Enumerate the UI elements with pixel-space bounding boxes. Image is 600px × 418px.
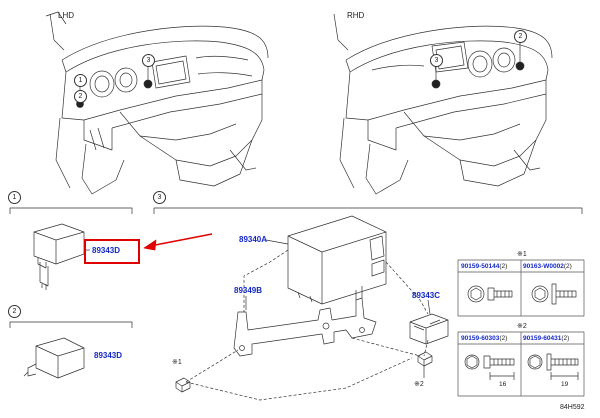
fastener-2a-drawing bbox=[464, 354, 515, 380]
highlight-arrow bbox=[143, 233, 213, 251]
note-1-marker: ※1 bbox=[172, 359, 182, 366]
fastener-2b-length: 19 bbox=[561, 381, 569, 388]
section-2-bracket bbox=[9, 321, 133, 328]
part-link-89340a[interactable]: 89340A bbox=[239, 235, 268, 244]
fastener-1a-drawing bbox=[467, 285, 513, 303]
lhd-callout-1[interactable]: 1 bbox=[74, 74, 87, 87]
sensor-89343d-drawing-2 bbox=[23, 337, 85, 379]
section-3-bracket bbox=[153, 207, 583, 214]
bolt-note1-drawing bbox=[175, 377, 191, 393]
ecu-89340a-drawing bbox=[287, 215, 387, 305]
dashboard-leaders bbox=[76, 42, 525, 108]
part-link-89349b[interactable]: 89349B bbox=[234, 286, 263, 295]
bracket-89349b-drawing bbox=[233, 286, 377, 357]
sensor-89343d-drawing-1 bbox=[33, 223, 90, 290]
fastener-table-1-title: ※1 bbox=[517, 251, 527, 258]
fastener-1b-part-number[interactable]: 90163-W0002 bbox=[523, 263, 564, 270]
leader-89340a bbox=[265, 239, 289, 245]
diagram-code: 84H592 bbox=[560, 404, 585, 411]
lhd-callout-3[interactable]: 3 bbox=[142, 54, 155, 67]
fastener-1a-part-number[interactable]: 90159-50144 bbox=[461, 263, 500, 270]
rhd-dashboard-drawing bbox=[333, 13, 553, 195]
fastener-2a-length: 16 bbox=[499, 381, 507, 388]
fastener-1a-qty: (2) bbox=[499, 263, 508, 270]
fastener-2b-qty: (2) bbox=[561, 335, 570, 342]
rhd-callout-2[interactable]: 2 bbox=[514, 30, 527, 43]
fastener-2a-label: 90159-60303(2) bbox=[461, 335, 507, 343]
lhd-label: LHD bbox=[58, 11, 75, 20]
part-link-89343c[interactable]: 89343C bbox=[412, 291, 441, 300]
fastener-2a-part-number[interactable]: 90159-60303 bbox=[461, 335, 500, 342]
section-1-bracket bbox=[9, 207, 133, 214]
fastener-2b-label: 90159-60431(2) bbox=[523, 335, 569, 343]
leader-89343c bbox=[427, 299, 431, 315]
rhd-label: RHD bbox=[347, 11, 365, 20]
fastener-2b-part-number[interactable]: 90159-60431 bbox=[523, 335, 562, 342]
bolt-note2-drawing bbox=[417, 351, 433, 378]
fastener-1b-drawing bbox=[531, 283, 577, 305]
assembly-dashed-lines bbox=[185, 249, 429, 401]
fastener-2b-drawing bbox=[527, 353, 579, 380]
section-3-number: 3 bbox=[153, 191, 166, 204]
note-2-marker: ※2 bbox=[414, 381, 424, 388]
fastener-1a-label: 90159-50144(2) bbox=[461, 263, 507, 271]
rhd-callout-3[interactable]: 3 bbox=[430, 54, 443, 67]
highlight-box-89343d bbox=[84, 239, 140, 264]
fastener-table-1-grid bbox=[457, 259, 585, 317]
section-2-number: 2 bbox=[8, 305, 21, 318]
fastener-table-2-grid bbox=[457, 331, 585, 397]
connector-89343c-drawing bbox=[409, 313, 449, 345]
fastener-table-2-title: ※2 bbox=[517, 323, 527, 330]
part-link-89343d-2[interactable]: 89343D bbox=[94, 351, 123, 360]
part-link-89343d-1[interactable]: 89343D bbox=[92, 246, 121, 255]
fastener-1b-label: 90163-W0002(2) bbox=[523, 263, 572, 271]
section-1-number: 1 bbox=[8, 191, 21, 204]
fastener-1b-qty: (2) bbox=[563, 263, 572, 270]
fastener-2a-qty: (2) bbox=[499, 335, 508, 342]
lhd-callout-2[interactable]: 2 bbox=[74, 90, 87, 103]
lhd-dashboard-drawing bbox=[45, 11, 269, 195]
